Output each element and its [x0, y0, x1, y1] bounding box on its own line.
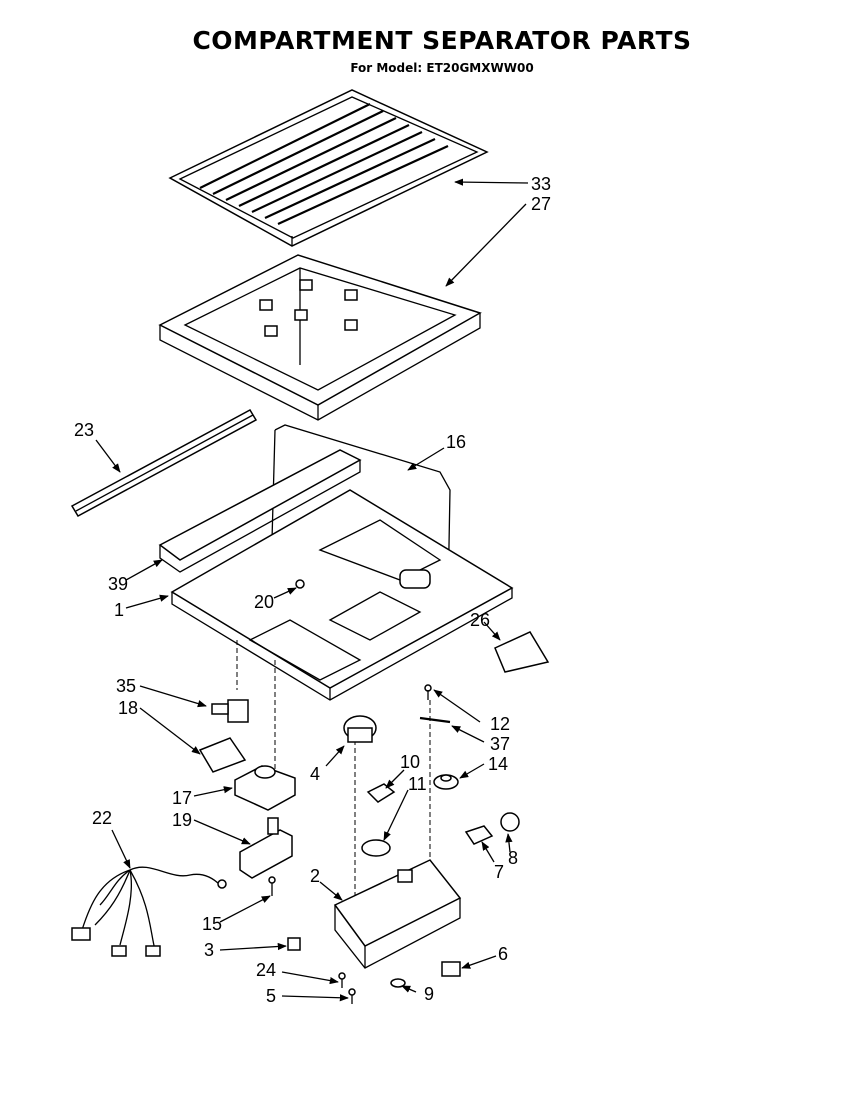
- callout-8: 8: [508, 848, 518, 868]
- callout-9: 9: [424, 984, 434, 1004]
- part-37-clip: [419, 716, 451, 724]
- callout-39: 39: [108, 574, 128, 594]
- callout-7: 7: [494, 862, 504, 882]
- callout-22: 22: [92, 808, 112, 828]
- callout-11: 11: [408, 774, 427, 794]
- diagram-title: COMPARTMENT SEPARATOR PARTS: [192, 26, 692, 55]
- callout-23: 23: [74, 420, 94, 440]
- callout-5: 5: [266, 986, 276, 1006]
- part-27-frame: [158, 254, 482, 421]
- callout-27: 27: [531, 194, 551, 214]
- part-23-strip: [70, 408, 258, 518]
- part-17-control-housing: [234, 765, 296, 811]
- part-8-bulb: [500, 812, 520, 832]
- part-12-screw: [424, 684, 432, 700]
- callout-15: 15: [202, 914, 222, 934]
- callout-19: 19: [172, 810, 192, 830]
- callout-14: 14: [488, 754, 508, 774]
- callout-4: 4: [310, 764, 320, 784]
- part-2-housing: [333, 859, 462, 969]
- part-5-screw: [348, 988, 356, 1004]
- callout-17: 17: [172, 788, 192, 808]
- part-35-knob: [211, 699, 249, 723]
- model-subtitle: For Model: ET20GMXWW00: [350, 61, 534, 75]
- callout-18: 18: [118, 698, 138, 718]
- callout-3: 3: [204, 940, 214, 960]
- callout-37: 37: [490, 734, 510, 754]
- callout-20: 20: [254, 592, 274, 612]
- part-3-clip: [287, 937, 301, 951]
- part-33-grille: [168, 89, 489, 247]
- part-14-damper: [433, 774, 459, 790]
- callout-16: 16: [446, 432, 466, 452]
- callout-6: 6: [498, 944, 508, 964]
- callout-33: 33: [531, 174, 551, 194]
- callout-12: 12: [490, 714, 510, 734]
- part-26-foam: [494, 631, 550, 673]
- part-4-lamp-socket: [343, 715, 377, 743]
- callout-26: 26: [470, 610, 490, 630]
- callout-2: 2: [310, 866, 320, 886]
- part-6-switch: [441, 961, 461, 977]
- part-10-thermostat: [361, 783, 396, 857]
- part-9-nut: [390, 978, 406, 988]
- callout-10: 10: [400, 752, 420, 772]
- part-24-screw: [338, 972, 346, 988]
- callout-leaders: [95, 178, 529, 1002]
- part-39-insulation: [158, 449, 362, 573]
- part-19-bracket: [239, 817, 293, 879]
- part-22-wire-harness: [71, 866, 227, 957]
- callout-35: 35: [116, 676, 136, 696]
- part-7-socket: [464, 825, 494, 845]
- part-1-separator-panel: [170, 489, 514, 701]
- part-18-bezel: [198, 737, 247, 773]
- part-15-screw: [268, 876, 276, 896]
- callout-1: 1: [114, 600, 124, 620]
- callout-24: 24: [256, 960, 276, 980]
